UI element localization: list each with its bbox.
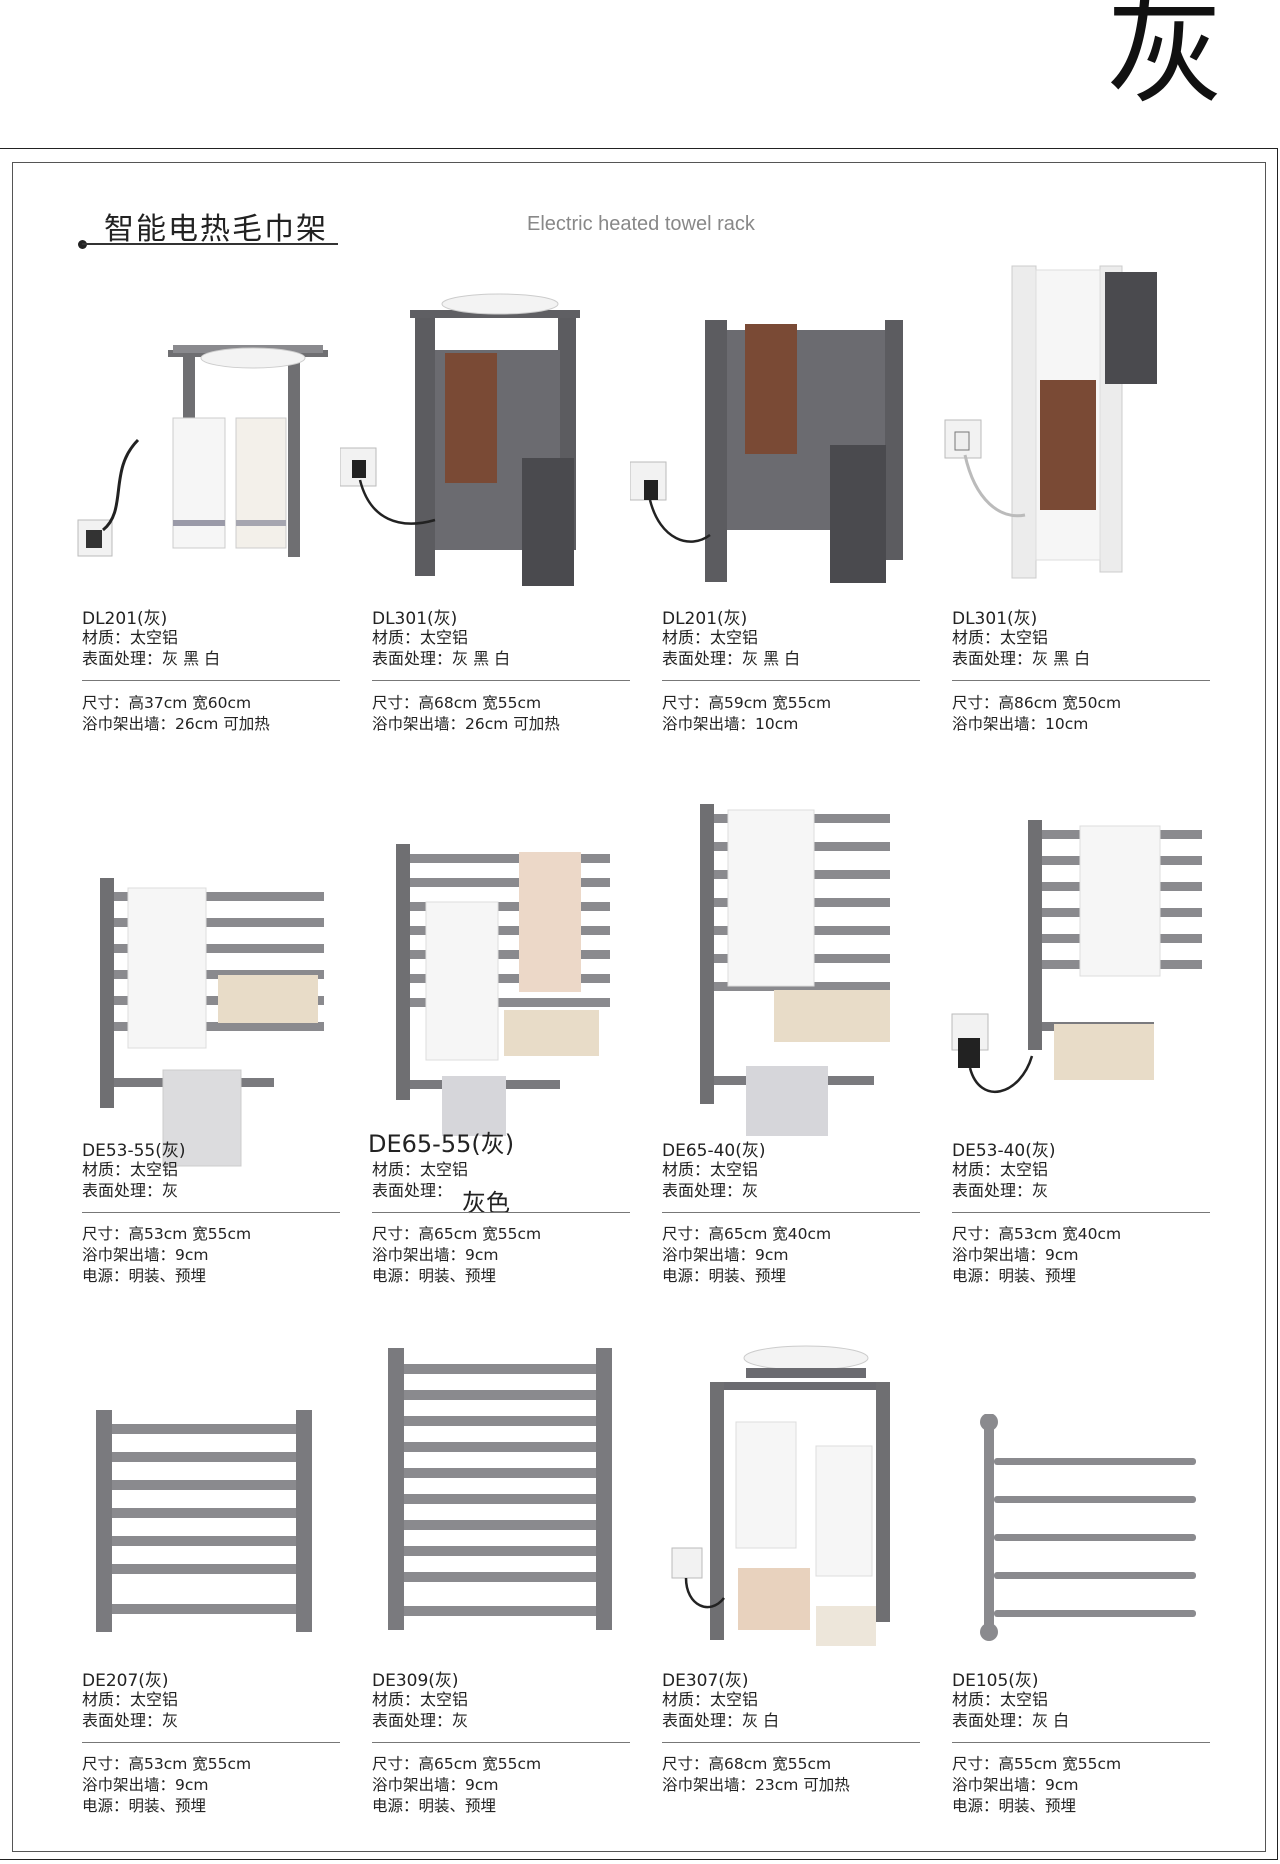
product-finish: 表面处理：灰	[82, 1711, 179, 1730]
product-finish: 表面处理：灰 黑 白	[372, 649, 511, 668]
product-finish: 表面处理：	[372, 1181, 453, 1200]
product-wall-distance: 浴巾架出墙：9cm	[952, 1246, 1079, 1264]
product-material: 材质：太空铝	[82, 1690, 179, 1709]
product-image-de307	[666, 1336, 932, 1646]
product-image-dl301-white	[940, 260, 1206, 579]
product-name: DE53-55(灰)	[82, 1141, 186, 1161]
product-name: DL201(灰)	[662, 609, 748, 629]
product-size: 尺寸：高53cm 宽55cm	[82, 1225, 252, 1243]
catalog-subtitle: Electric heated towel rack	[527, 213, 755, 235]
product-image-de207	[88, 1404, 354, 1704]
product-power: 电源：明装、预埋	[372, 1267, 497, 1285]
product-image-de53-55	[88, 870, 354, 1170]
divider	[82, 680, 340, 681]
product-material: 材质：太空铝	[82, 1160, 179, 1179]
product-size: 尺寸：高68cm 宽55cm	[662, 1755, 832, 1773]
product-size: 尺寸：高65cm 宽55cm	[372, 1755, 542, 1773]
divider	[82, 1212, 340, 1213]
product-size: 尺寸：高55cm 宽55cm	[952, 1755, 1122, 1773]
product-finish: 表面处理：灰	[662, 1181, 759, 1200]
inner-frame	[12, 162, 1266, 1852]
product-finish: 表面处理：灰 黑 白	[82, 649, 221, 668]
product-name: DE105(灰)	[952, 1671, 1039, 1691]
product-name: DL301(灰)	[372, 609, 458, 629]
product-finish: 表面处理：灰 黑 白	[952, 649, 1091, 668]
product-image-de309	[380, 1344, 646, 1644]
product-image-dl201	[68, 290, 334, 590]
product-finish: 表面处理：灰 白	[952, 1711, 1070, 1730]
product-wall-distance: 浴巾架出墙：10cm	[662, 715, 799, 733]
divider	[662, 680, 920, 681]
divider	[662, 1212, 920, 1213]
product-finish: 表面处理：灰	[82, 1181, 179, 1200]
divider	[952, 1742, 1210, 1743]
product-wall-distance: 浴巾架出墙：26cm 可加热	[82, 715, 270, 733]
product-material: 材质：太空铝	[662, 628, 759, 647]
product-size: 尺寸：高65cm 宽55cm	[372, 1225, 542, 1243]
product-size: 尺寸：高65cm 宽40cm	[662, 1225, 832, 1243]
product-wall-distance: 浴巾架出墙：23cm 可加热	[662, 1776, 850, 1794]
product-material: 材质：太空铝	[372, 628, 469, 647]
outer-frame	[0, 148, 1278, 1860]
product-name: DE65-40(灰)	[662, 1141, 766, 1161]
product-wall-distance: 浴巾架出墙：26cm 可加热	[372, 715, 560, 733]
product-image-dl201-b	[630, 310, 903, 610]
product-material: 材质：太空铝	[952, 1160, 1049, 1179]
divider	[372, 1212, 630, 1213]
product-material: 材质：太空铝	[662, 1690, 759, 1709]
product-wall-distance: 浴巾架出墙：10cm	[952, 715, 1089, 733]
product-size: 尺寸：高53cm 宽55cm	[82, 1755, 252, 1773]
product-power: 电源：明装、预埋	[372, 1797, 497, 1815]
product-finish: 表面处理：灰	[952, 1181, 1049, 1200]
product-material: 材质：太空铝	[372, 1160, 469, 1179]
catalog-title: 智能电热毛巾架	[104, 212, 328, 247]
product-wall-distance: 浴巾架出墙：9cm	[372, 1776, 499, 1794]
product-image-dl301	[340, 280, 606, 586]
product-wall-distance: 浴巾架出墙：9cm	[82, 1246, 209, 1264]
product-power: 电源：明装、预埋	[952, 1797, 1077, 1815]
product-material: 材质：太空铝	[82, 628, 179, 647]
product-material: 材质：太空铝	[952, 628, 1049, 647]
corner-mark: 灰	[1105, 0, 1224, 120]
product-name: DE53-40(灰)	[952, 1141, 1056, 1161]
title-bullet-dot	[78, 240, 87, 249]
title-underline	[82, 243, 338, 245]
product-finish: 表面处理：灰 黑 白	[662, 649, 801, 668]
product-finish: 表面处理：灰 白	[662, 1711, 780, 1730]
product-name: DE307(灰)	[662, 1671, 749, 1691]
product-material: 材质：太空铝	[952, 1690, 1049, 1709]
product-material: 材质：太空铝	[372, 1690, 469, 1709]
divider	[662, 1742, 920, 1743]
product-name: DL201(灰)	[82, 609, 168, 629]
product-power: 电源：明装、预埋	[82, 1267, 207, 1285]
product-material: 材质：太空铝	[662, 1160, 759, 1179]
product-wall-distance: 浴巾架出墙：9cm	[952, 1776, 1079, 1794]
product-power: 电源：明装、预埋	[952, 1267, 1077, 1285]
product-wall-distance: 浴巾架出墙：9cm	[82, 1776, 209, 1794]
product-name: DE207(灰)	[82, 1671, 169, 1691]
product-image-de65-55	[384, 840, 650, 1140]
product-name: DE65-55(灰)	[368, 1130, 515, 1158]
product-size: 尺寸：高59cm 宽55cm	[662, 694, 832, 712]
product-size: 尺寸：高68cm 宽55cm	[372, 694, 542, 712]
product-size: 尺寸：高37cm 宽60cm	[82, 694, 252, 712]
product-size: 尺寸：高86cm 宽50cm	[952, 694, 1122, 712]
product-power: 电源：明装、预埋	[82, 1797, 207, 1815]
divider	[82, 1742, 340, 1743]
divider	[372, 1742, 630, 1743]
product-name: DL301(灰)	[952, 609, 1038, 629]
product-size: 尺寸：高53cm 宽40cm	[952, 1225, 1122, 1243]
product-image-de65-40	[688, 800, 954, 1136]
product-image-de53-40	[950, 816, 1216, 1116]
product-wall-distance: 浴巾架出墙：9cm	[372, 1246, 499, 1264]
divider	[372, 680, 630, 681]
product-image-de105	[970, 1414, 1236, 1714]
product-wall-distance: 浴巾架出墙：9cm	[662, 1246, 789, 1264]
product-finish: 表面处理：灰	[372, 1711, 469, 1730]
divider	[952, 1212, 1210, 1213]
divider	[952, 680, 1210, 681]
product-name: DE309(灰)	[372, 1671, 459, 1691]
product-power: 电源：明装、预埋	[662, 1267, 787, 1285]
